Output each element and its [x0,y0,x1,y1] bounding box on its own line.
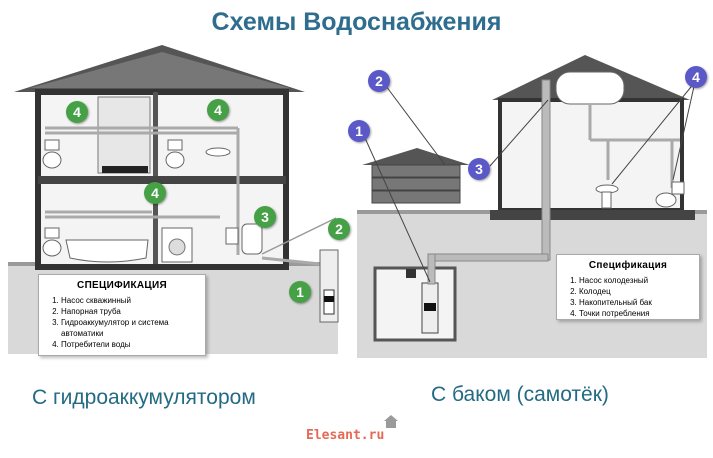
left-spec-heading: СПЕЦИФИКАЦИЯ [77,280,167,291]
house-logo-icon [384,415,398,428]
right-house [357,55,707,358]
right-caption: С баком (самотёк) [431,383,609,406]
left-badge-4a: 4 [66,101,88,123]
watermark: Elesant.ru [306,428,385,443]
left-spec-item: Потребители воды [61,339,197,350]
left-badge-4c: 4 [144,182,166,204]
left-specification-box: СПЕЦИФИКАЦИЯ Насос скважинный Напорная т… [38,274,206,356]
right-spec-item: Насос колодезный [579,275,691,286]
left-badge-1: 1 [289,281,311,303]
right-badge-3: 3 [468,158,490,180]
left-badge-2: 2 [328,218,350,240]
right-spec-item: Накопительный бак [579,297,691,308]
left-badge-4b: 4 [207,99,229,121]
right-badge-4: 4 [685,66,707,88]
right-specification-box: Спецификация Насос колодезный Колодец На… [556,254,700,320]
right-spec-item: Колодец [579,286,691,297]
left-badge-3: 3 [254,206,276,228]
right-badge-2: 2 [368,70,390,92]
right-spec-item: Точки потребления [579,308,691,319]
left-spec-item: Насос скважинный [61,295,197,306]
left-spec-item: Гидроаккумулятор и система автоматики [61,317,197,339]
page-title: Схемы Водоснабжения [211,8,502,36]
left-spec-list: Насос скважинный Напорная труба Гидроакк… [47,295,197,350]
left-caption: С гидроаккумулятором [32,386,256,409]
left-spec-item: Напорная труба [61,306,197,317]
right-badge-1: 1 [348,120,370,142]
right-spec-heading: Спецификация [588,260,668,271]
right-spec-list: Насос колодезный Колодец Накопительный б… [565,275,691,319]
